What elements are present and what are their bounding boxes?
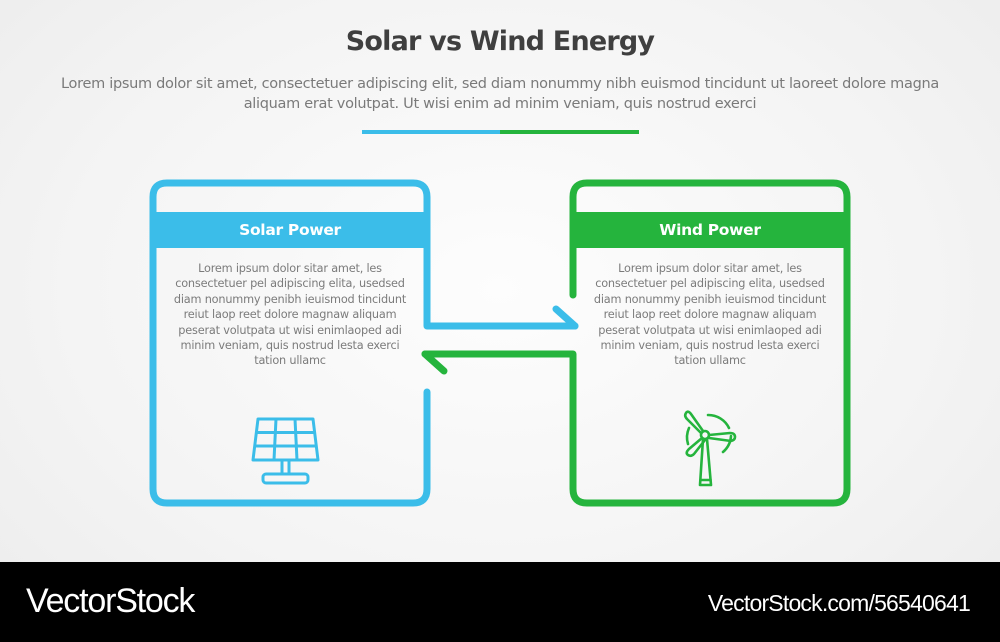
wind-header-band: [576, 212, 844, 248]
wind-panel-body: Lorem ipsum dolor sitar amet, les consec…: [593, 262, 827, 368]
footer-bar: VectorStock VectorStock.com/56540641: [0, 562, 1000, 642]
wind-box-outline: [421, 179, 851, 507]
arrow-right-head: [552, 305, 579, 330]
divider-wind-segment: [500, 130, 639, 134]
divider-solar-segment: [362, 130, 500, 134]
solar-panel-title: Solar Power: [239, 221, 341, 239]
arrow-left-head: [421, 350, 448, 375]
footer-brand: VectorStock: [26, 582, 195, 620]
footer-url: VectorStock.com/56540641: [707, 590, 971, 616]
wind-panel-title: Wind Power: [659, 221, 761, 239]
solar-box-outline: [149, 179, 579, 507]
solar-panel-body: Lorem ipsum dolor sitar amet, les consec…: [173, 262, 407, 368]
wind-turbine-icon: [683, 410, 737, 487]
page-subtitle: Lorem ipsum dolor sit amet, consectetuer…: [61, 76, 939, 112]
comparison-frames: [149, 179, 851, 507]
solar-panel-icon: [251, 417, 320, 485]
page-title: Solar vs Wind Energy: [345, 26, 655, 57]
solar-header-band: [156, 212, 424, 248]
title-divider: [362, 130, 639, 134]
